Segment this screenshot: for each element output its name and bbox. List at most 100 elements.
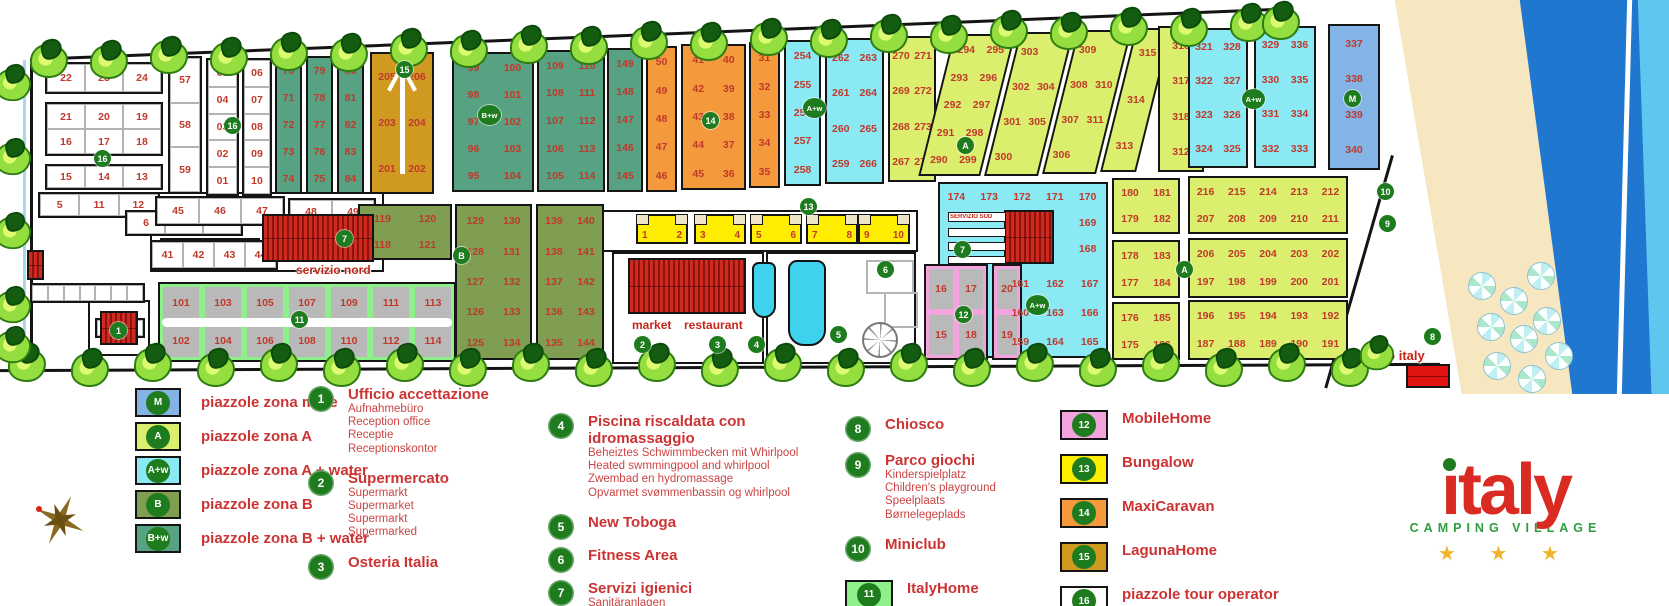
- plot-148: 148: [616, 86, 634, 98]
- tree-icon: [30, 44, 68, 78]
- tree-icon: [134, 348, 172, 382]
- legend-zone-label: piazzole zona B: [201, 496, 313, 513]
- legend-marker-3: 3: [308, 553, 334, 580]
- plot-330: 330: [1261, 73, 1280, 86]
- plot-45: 45: [157, 198, 199, 224]
- plot-104: 104: [503, 170, 522, 183]
- plot-311: 311: [1086, 113, 1104, 126]
- tree-icon: [764, 348, 802, 382]
- plot-19: 19: [997, 315, 1017, 355]
- plot-46: 46: [655, 169, 668, 182]
- zone-code: B+w: [145, 526, 171, 551]
- plot-102: 102: [163, 325, 199, 357]
- legend-subline: Zwembad en hydromassage: [588, 473, 734, 486]
- map-marker-1: 1: [110, 322, 127, 339]
- legend-marker-2: 2: [308, 469, 334, 496]
- map-marker-A: A: [1176, 261, 1193, 278]
- small-pool: [752, 262, 776, 318]
- plot-334: 334: [1290, 108, 1309, 121]
- bungalow-num: 1: [642, 230, 648, 241]
- plot-306: 306: [1052, 148, 1071, 161]
- servizio-nord-building: [262, 214, 374, 262]
- zone-code: A: [146, 424, 170, 449]
- plot-5: 5: [40, 194, 80, 216]
- plot-113: 113: [415, 287, 451, 319]
- legend-marker-7: 7: [548, 579, 574, 606]
- parasol-icon: [1500, 287, 1528, 315]
- legend-zone-swatch: M: [135, 388, 181, 417]
- plot-290: 290: [929, 154, 948, 167]
- legend-subline: Børnelegeplads: [885, 508, 966, 521]
- tree-icon: [1359, 339, 1395, 371]
- bungalow-num: 7: [812, 230, 818, 241]
- plot-107: 107: [546, 114, 564, 127]
- plot-260: 260: [831, 122, 850, 135]
- map-marker-7: 7: [336, 230, 353, 247]
- plot-172: 172: [1013, 191, 1031, 203]
- empty-cell: [79, 285, 96, 301]
- plot-111: 111: [373, 287, 409, 319]
- tree-icon: [1262, 6, 1300, 40]
- plot-01: 01: [208, 167, 237, 194]
- plot-43: 43: [214, 242, 245, 268]
- plot-305: 305: [1028, 115, 1046, 128]
- tree-icon: [930, 20, 968, 54]
- plot-291: 291: [936, 126, 955, 139]
- map-marker-8: 8: [1424, 328, 1441, 345]
- legend-subline: Supermarket: [348, 500, 414, 513]
- legend-subline: Beheiztes Schwimmbecken mit Whirlpool: [588, 447, 799, 459]
- plot-118: 118: [374, 239, 391, 251]
- plot-58: 58: [170, 102, 200, 148]
- plot-205: 205: [1228, 248, 1246, 260]
- legend-subline: Opvarmet svømmenbassin og whirlpool: [588, 486, 790, 499]
- legend-swatch: 14: [1060, 498, 1108, 528]
- legend-swatch: 11: [845, 579, 893, 606]
- plot-194: 194: [1259, 310, 1277, 322]
- plot-70: 70: [282, 65, 295, 78]
- plot-35: 35: [758, 165, 771, 178]
- bungalow-num: 9: [864, 230, 870, 241]
- bungalow-num: 4: [734, 230, 740, 241]
- plot-145: 145: [616, 170, 634, 182]
- zone-code: B: [146, 492, 170, 517]
- tree-icon: [90, 45, 128, 80]
- map-marker-11: 11: [291, 311, 308, 328]
- empty-cell: [95, 285, 112, 301]
- plot-308: 308: [1070, 78, 1088, 91]
- plot-179: 179: [1121, 213, 1139, 225]
- plot-258: 258: [793, 163, 812, 176]
- plot-193: 193: [1290, 310, 1308, 322]
- plot-103: 103: [205, 287, 241, 319]
- tree-icon: [210, 41, 248, 76]
- bungalow-num: 10: [892, 230, 904, 241]
- plot-109: 109: [546, 59, 564, 72]
- tree-icon: [570, 30, 608, 65]
- plot-181: 181: [1153, 187, 1171, 199]
- legend-marker-15: 15: [1072, 545, 1096, 569]
- map-marker-9: 9: [1379, 215, 1396, 232]
- map-marker-Aww: A+w: [803, 98, 826, 118]
- plot-134: 134: [502, 336, 521, 349]
- tree-icon: [638, 348, 676, 382]
- legend-marker-5: 5: [548, 513, 574, 540]
- plot-292: 292: [943, 98, 962, 111]
- main-pool: [788, 260, 826, 346]
- tree-icon: [870, 18, 908, 53]
